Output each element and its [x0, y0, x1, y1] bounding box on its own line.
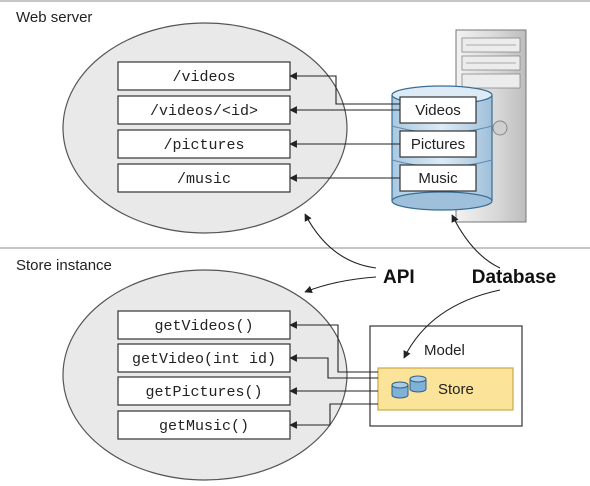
route-box: /pictures: [117, 129, 291, 159]
store-label: Store: [438, 381, 474, 398]
method-label: getMusic(): [159, 418, 249, 435]
db-table-label: Pictures: [411, 136, 465, 153]
connector-arrow: [289, 354, 378, 379]
store-instance-label: Store instance: [16, 257, 112, 274]
store-instance-ellipse: [62, 269, 348, 481]
web-server-ellipse: [62, 22, 348, 234]
connector-arrow: [289, 403, 378, 429]
method-box: getVideos(): [117, 310, 291, 340]
db-table-box: Music: [399, 164, 477, 192]
route-box: /videos/<id>: [117, 95, 291, 125]
database-arrow-up: [451, 214, 501, 269]
method-label: getPictures(): [145, 384, 262, 401]
route-label: /pictures: [163, 137, 244, 154]
api-annotation: API: [383, 267, 415, 288]
api-arrow-up: [304, 213, 377, 269]
method-label: getVideos(): [154, 318, 253, 335]
store-database-icon: [391, 375, 427, 399]
method-box: getVideo(int id): [117, 343, 291, 373]
db-table-label: Music: [418, 170, 458, 187]
database-arrow-down: [403, 289, 501, 359]
db-table-box: Pictures: [399, 130, 477, 158]
route-label: /videos: [172, 69, 235, 86]
database-annotation: Database: [472, 267, 557, 288]
db-table-label: Videos: [415, 102, 461, 119]
web-server-label: Web server: [16, 9, 92, 26]
route-label: /videos/<id>: [150, 103, 258, 120]
method-box: getMusic(): [117, 410, 291, 440]
api-arrow-down: [304, 276, 377, 294]
method-box: getPictures(): [117, 376, 291, 406]
route-box: /videos: [117, 61, 291, 91]
route-label: /music: [177, 171, 231, 188]
model-title: Model: [424, 342, 465, 359]
connector-arrow: [289, 72, 400, 105]
connector-arrow: [289, 321, 378, 373]
route-box: /music: [117, 163, 291, 193]
db-table-box: Videos: [399, 96, 477, 124]
method-label: getVideo(int id): [132, 351, 276, 368]
